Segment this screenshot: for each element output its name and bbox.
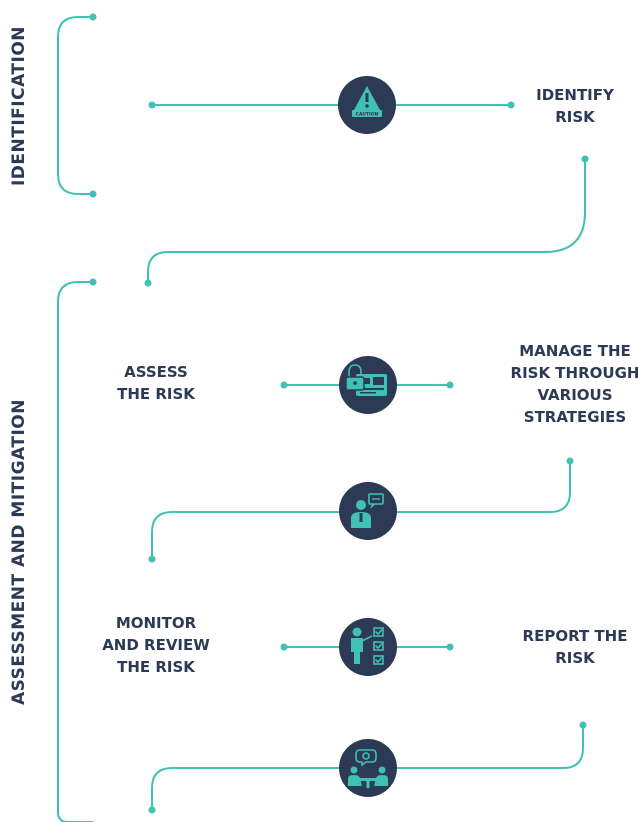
meeting-icon: [348, 749, 388, 788]
connector-dot: [280, 643, 288, 651]
connector-dot: [144, 279, 152, 287]
step-label-manage-the-risk: MANAGE THE RISK THROUGH VARIOUS STRATEGI…: [511, 342, 638, 426]
svg-text:THE RISK: THE RISK: [117, 385, 196, 403]
node-manage: [339, 482, 397, 540]
connector-dot: [446, 643, 454, 651]
node-assess: [339, 356, 397, 414]
svg-text:CAUTION: CAUTION: [356, 112, 379, 118]
connector-dot: [148, 806, 156, 814]
svg-text:STRATEGIES: STRATEGIES: [524, 408, 626, 426]
connector-dot: [581, 155, 589, 163]
assessment-bracket: [57, 281, 93, 822]
connector-dot: [566, 457, 574, 465]
bracket-end-dot: [89, 278, 97, 286]
svg-text:RISK: RISK: [555, 649, 596, 667]
connector-dot: [280, 381, 288, 389]
node-monitor: [339, 618, 397, 676]
svg-text:ASSESS: ASSESS: [124, 363, 188, 381]
flow-curve: [147, 159, 586, 283]
section-label-assessment: ASSESSMENT AND MITIGATION: [9, 399, 29, 705]
svg-text:THE RISK: THE RISK: [117, 658, 196, 676]
caution-sign-icon: CAUTION: [352, 86, 382, 118]
checklist-presenter-icon: [351, 627, 384, 665]
svg-text:AND REVIEW: AND REVIEW: [102, 636, 210, 654]
step-label-assess-the-risk: ASSESS THE RISK: [117, 363, 196, 403]
step-label-monitor-and-review: MONITOR AND REVIEW THE RISK: [102, 614, 210, 676]
identification-bracket: [57, 16, 93, 195]
node-report: [339, 739, 397, 797]
connector-dot: [579, 721, 587, 729]
step-label-report-the-risk: REPORT THE RISK: [523, 627, 628, 667]
connector-dot: [446, 381, 454, 389]
section-label-identification: IDENTIFICATION: [9, 26, 29, 186]
node-identify: CAUTION: [338, 76, 396, 134]
connector-dot: [148, 101, 156, 109]
connector-dot: [507, 101, 515, 109]
presenter-icon: [351, 493, 384, 528]
svg-text:MONITOR: MONITOR: [116, 614, 197, 632]
svg-text:RISK THROUGH: RISK THROUGH: [511, 364, 638, 382]
svg-text:IDENTIFY: IDENTIFY: [536, 86, 615, 104]
svg-text:RISK: RISK: [555, 108, 596, 126]
bracket-end-dot: [89, 190, 97, 198]
svg-text:MANAGE THE: MANAGE THE: [519, 342, 631, 360]
connector-dot: [148, 555, 156, 563]
locked-card-icon: [345, 364, 387, 396]
svg-text:REPORT THE: REPORT THE: [523, 627, 628, 645]
bracket-end-dot: [89, 13, 97, 21]
step-label-identify-risk: IDENTIFY RISK: [536, 86, 615, 126]
svg-text:VARIOUS: VARIOUS: [537, 386, 612, 404]
